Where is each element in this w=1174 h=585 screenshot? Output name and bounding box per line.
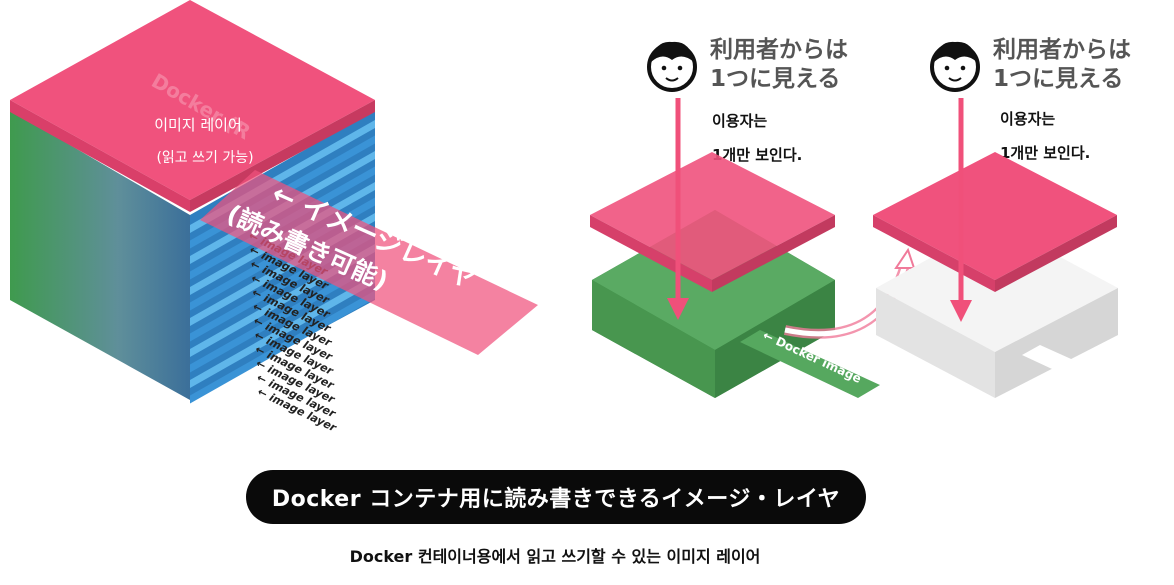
right-slab-left-edge <box>873 215 995 292</box>
right-slab-right-edge <box>995 215 1117 292</box>
mid-note-line2: 1개만 보인다. <box>712 146 802 164</box>
top-label-line2: (읽고 쓰기 가능) <box>156 150 253 166</box>
middle-panel: 利用者からは 1つに見える 이용자는 1개만 보인다. ← Docker ima… <box>590 37 880 398</box>
gray-block-left-face <box>876 288 995 398</box>
right-view-arrow-head <box>950 300 972 322</box>
stack-layer-stripe <box>190 259 375 373</box>
gray-block-right-face <box>995 288 1118 398</box>
mid-slab-left-edge <box>590 215 712 292</box>
stack-layer-stripe <box>190 275 375 388</box>
right-heading-line2: 1つに見える <box>993 66 1123 92</box>
stack-layer-stripe <box>190 290 375 404</box>
mid-slab-right-edge <box>712 215 835 292</box>
stack-left-face <box>10 110 190 400</box>
slab-left-edge <box>10 100 190 212</box>
right-pink-slab <box>873 152 1117 280</box>
right-note-line2: 1개만 보인다. <box>1000 144 1090 162</box>
image-layer-top-slab <box>10 0 375 200</box>
diagram-canvas: Docker (R 이미지 레이어 (읽고 쓰기 가능) ← image lay… <box>10 0 1131 435</box>
mid-note-line1: 이용자는 <box>712 112 767 130</box>
mid-heading-line2: 1つに見える <box>710 66 840 92</box>
docker-image-left-face <box>592 280 715 398</box>
mid-view-arrow-head <box>667 298 689 320</box>
user-face-icon-right <box>930 41 980 92</box>
top-label-line1: 이미지 레이어 <box>154 116 242 134</box>
right-heading-line1: 利用者からは <box>993 37 1131 63</box>
mid-pink-slab <box>590 152 835 280</box>
diagram-title: Docker コンテナ用に読み書きできるイメージ・レイヤ <box>246 470 866 524</box>
user-face-icon <box>647 41 697 92</box>
docker-image-label-strip <box>740 330 880 398</box>
gray-block-strip <box>1022 345 1100 382</box>
slab-right-edge <box>190 100 375 212</box>
right-note-line1: 이용자는 <box>1000 110 1055 128</box>
banner-shape <box>200 170 538 355</box>
diagram-caption: Docker 컨테이너용에서 읽고 쓰기할 수 있는 이미지 레이어 <box>349 547 761 566</box>
right-panel: 利用者からは 1つに見える 이용자는 1개만 보인다. <box>873 37 1131 398</box>
mid-heading-line1: 利用者からは <box>710 37 848 63</box>
